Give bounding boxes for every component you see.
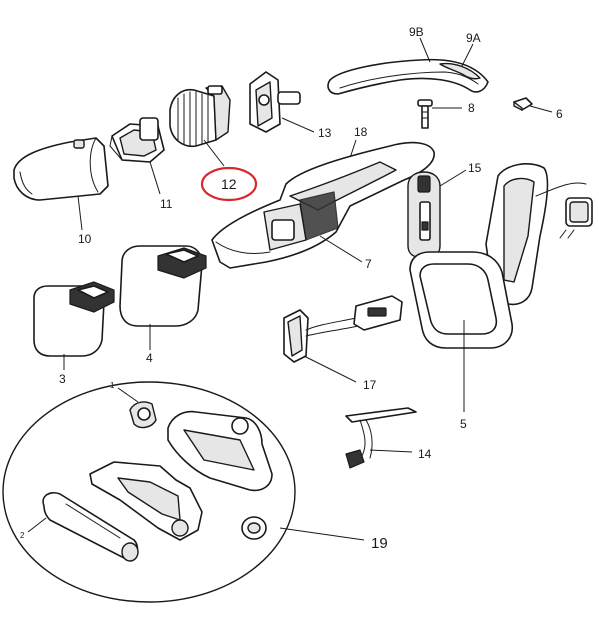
part-11-prefilter xyxy=(109,117,165,163)
part-9-handle-cover xyxy=(327,58,489,95)
leader-7 xyxy=(319,235,363,263)
label-13: 13 xyxy=(318,126,332,140)
part-14-switch xyxy=(345,407,417,469)
part-12-filter xyxy=(169,85,231,148)
part-5-charging-base xyxy=(409,163,593,349)
subpart-2-brush-roller xyxy=(42,491,139,562)
leader-13 xyxy=(281,117,315,133)
label-9a: 9A xyxy=(466,31,481,45)
highlight-ring-12 xyxy=(200,166,258,202)
part-17-wiring xyxy=(283,295,403,363)
subpart-nozzle-head xyxy=(167,410,273,492)
label-14: 14 xyxy=(418,447,432,461)
part-7-body xyxy=(211,141,435,269)
label-12: 12 xyxy=(221,176,237,192)
part-4-battery-large xyxy=(119,245,207,327)
leader-10 xyxy=(77,195,83,231)
label-19: 19 xyxy=(371,535,388,552)
label-4: 4 xyxy=(146,351,153,365)
leader-1 xyxy=(117,387,139,403)
label-8: 8 xyxy=(468,101,475,115)
subpart-end-cap xyxy=(241,516,267,540)
label-17: 17 xyxy=(363,378,377,392)
label-11: 11 xyxy=(160,197,173,211)
leader-14 xyxy=(369,449,413,453)
label-2: 2 xyxy=(20,531,25,540)
leader-12 xyxy=(203,139,225,167)
leader-17 xyxy=(303,355,357,383)
subpart-1-connector xyxy=(129,401,157,429)
subpart-brush-housing xyxy=(89,461,203,541)
leader-2 xyxy=(27,517,47,533)
label-9b: 9B xyxy=(409,25,424,39)
leader-9a xyxy=(461,43,474,67)
part-19-floor-nozzle-group: 1 2 xyxy=(2,381,296,603)
label-5: 5 xyxy=(460,417,467,431)
part-13-motor xyxy=(249,71,301,133)
part-8-screw xyxy=(417,99,433,129)
part-3-battery-small xyxy=(33,281,115,357)
part-15-panel xyxy=(407,171,441,259)
label-15: 15 xyxy=(468,161,482,175)
leader-19 xyxy=(279,527,365,541)
leader-6 xyxy=(529,105,553,113)
label-6: 6 xyxy=(556,107,563,121)
label-3: 3 xyxy=(59,372,66,386)
label-18: 18 xyxy=(354,125,368,139)
part-6-cap xyxy=(513,97,533,111)
leader-11 xyxy=(149,161,161,195)
label-7: 7 xyxy=(365,257,372,271)
leader-9b xyxy=(419,37,431,63)
part-10-dust-bowl xyxy=(13,137,109,201)
label-1: 1 xyxy=(110,381,115,390)
leader-15 xyxy=(439,169,467,187)
label-10: 10 xyxy=(78,232,92,246)
